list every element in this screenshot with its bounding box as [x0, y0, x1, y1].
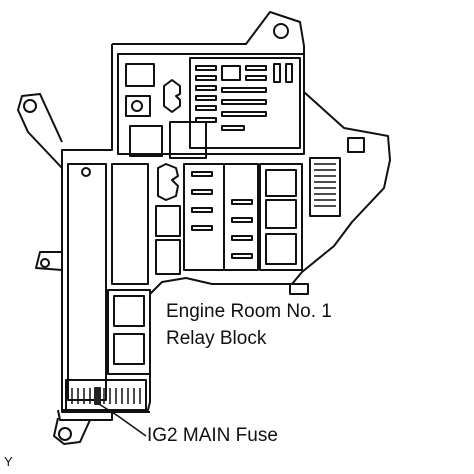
left-bracket — [17, 93, 63, 169]
rear-tab-right — [347, 137, 365, 153]
mount-hole-bottom — [58, 427, 72, 441]
bottom-fuse-slots — [71, 388, 141, 404]
fuse-slot-u11 — [221, 111, 267, 117]
housing-left-outline — [57, 44, 113, 421]
fuse-slot-u8 — [245, 75, 267, 81]
fuse-panel-upper — [189, 57, 301, 149]
fuse-slot-u10 — [221, 99, 267, 105]
connector-upper — [163, 79, 181, 113]
relay-upper-4 — [169, 121, 207, 159]
fuse-slot-m4 — [191, 225, 213, 231]
fuse-slot-m7 — [231, 235, 253, 241]
fuse-leader-line — [98, 403, 147, 437]
relay-upper-2 — [125, 95, 151, 117]
upper-frame — [117, 53, 305, 155]
fuse-slot-u12 — [221, 125, 245, 131]
relay-upper-3 — [129, 125, 163, 157]
bottom-tab — [53, 417, 91, 445]
relay-upper-5 — [221, 65, 241, 81]
fuse-slot-m5 — [231, 199, 253, 205]
relay-block-label-line1: Engine Room No. 1 — [166, 301, 332, 322]
mount-hole-left — [23, 99, 37, 113]
fuse-slot-u4 — [195, 95, 217, 101]
fuse-slot-u6 — [195, 117, 217, 123]
fuse-panel-mid-right — [259, 163, 303, 271]
fuse-slot-u1 — [195, 65, 217, 71]
relay-upper-2-dot — [131, 100, 143, 112]
lower-frame — [107, 289, 151, 375]
relay-block-label-line2: Relay Block — [166, 328, 267, 349]
fuse-slot-m3 — [191, 207, 213, 213]
fuse-slot-m1 — [191, 171, 213, 177]
relay-mid-5 — [265, 233, 297, 265]
rear-tab — [289, 283, 309, 295]
relay-lower-2 — [113, 333, 145, 365]
fuse-slot-u2 — [195, 75, 217, 81]
fuse-panel-mid-center — [223, 163, 259, 271]
fuse-panel-mid-left — [183, 163, 225, 271]
fuse-slot-m8 — [231, 253, 253, 259]
bottom-fuse-row — [65, 379, 147, 413]
relay-lower-1 — [113, 295, 145, 327]
mid-column — [111, 163, 149, 285]
ig2-main-fuse — [94, 387, 101, 405]
relay-mid-3 — [265, 169, 297, 197]
fuse-slot-u9 — [221, 87, 267, 93]
corner-code: Y — [4, 454, 13, 469]
relay-upper-1 — [125, 63, 155, 87]
left-column — [67, 163, 107, 401]
fuse-tall-1 — [273, 63, 281, 83]
side-tab-hole — [40, 258, 50, 268]
vent-grille — [309, 157, 341, 217]
relay-mid-2 — [155, 239, 181, 275]
fuse-tall-2 — [285, 63, 293, 83]
vent-slats — [314, 163, 336, 207]
housing-outline — [112, 11, 391, 411]
fuse-slot-m6 — [231, 217, 253, 223]
left-column-dot — [81, 167, 91, 177]
relay-mid-4 — [265, 199, 297, 229]
mount-hole-top — [273, 23, 289, 39]
fuse-slot-m2 — [191, 189, 213, 195]
fuse-slot-u3 — [195, 85, 217, 91]
side-tab — [35, 251, 63, 271]
connector-mid — [157, 163, 179, 201]
fuse-slot-u7 — [245, 65, 267, 71]
fuse-slot-u5 — [195, 105, 217, 111]
relay-mid-1 — [155, 205, 181, 237]
fuse-label: IG2 MAIN Fuse — [147, 425, 278, 446]
